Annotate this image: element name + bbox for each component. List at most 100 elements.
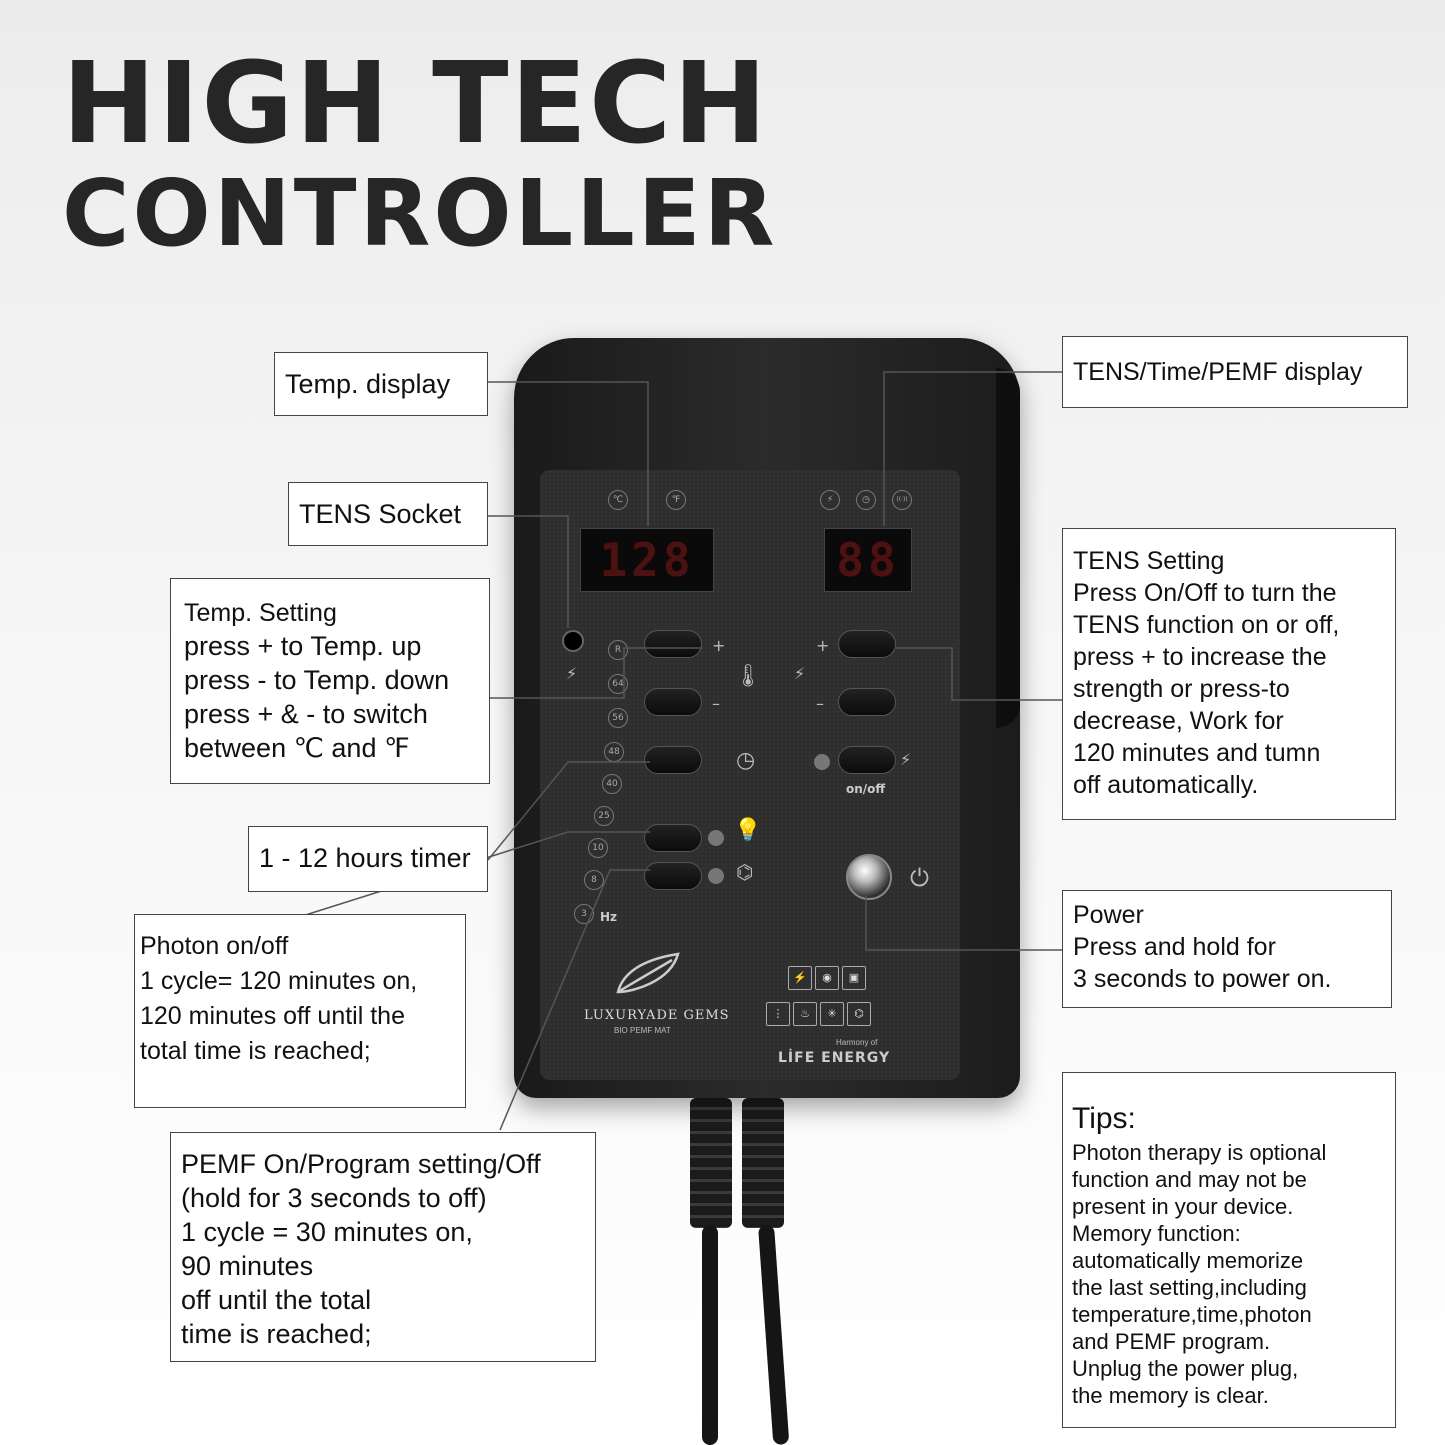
temp-plus-button[interactable] [644, 630, 702, 658]
bulb-icon: 💡 [734, 818, 762, 843]
callout-tips: Tips: Photon therapy is optional functio… [1062, 1072, 1396, 1428]
brand-subtitle: BIO PEMF MAT [614, 1026, 671, 1035]
tips-line-10: the memory is clear. [1072, 1383, 1269, 1408]
line-temp-setting [488, 647, 702, 699]
tens-feature-icon: ⚡ [788, 966, 812, 990]
tens-plus-button[interactable] [838, 630, 896, 658]
temp-display: 128 [580, 528, 714, 592]
life-energy-label: LİFE ENERGY [778, 1050, 891, 1066]
pemf-button[interactable] [644, 862, 702, 890]
temp-setting-line-4: between ℃ and ℉ [184, 733, 410, 763]
control-panel: ℃ ℉ ⚡ ◷ ((·)) 128 88 ⚡ R 64 56 48 40 25 … [540, 470, 960, 1080]
cable-left [702, 1225, 718, 1445]
tens-onoff-button[interactable] [838, 746, 896, 774]
pemf-line-2: (hold for 3 seconds to off) [181, 1183, 487, 1213]
power-icon: ⏻ [910, 864, 929, 892]
tens-display: 88 [824, 528, 912, 592]
pemf-line-6: time is reached; [181, 1319, 372, 1349]
pemf-line-4: 90 minutes [181, 1251, 314, 1281]
tens-setting-line-1: Press On/Off to turn the [1073, 579, 1337, 607]
tens-setting-line-6: 120 minutes and tumn [1073, 739, 1321, 767]
hz-level-64: 64 [608, 674, 628, 694]
tens-onoff-bolt-icon: ⚡ [900, 750, 912, 769]
feature-icons-top: ⚡ ◉ ▣ [788, 966, 866, 990]
callout-tens-setting: TENS Setting Press On/Off to turn the TE… [1062, 528, 1396, 820]
tips-line-7: temperature,time,photon [1072, 1302, 1312, 1327]
power-knob[interactable] [846, 854, 892, 900]
line-tens-display [883, 371, 1062, 526]
callout-temp-setting: Temp. Setting press + to Temp. up press … [170, 578, 490, 784]
tips-line-9: Unplug the power plug, [1072, 1356, 1299, 1381]
tips-line-3: present in your device. [1072, 1194, 1294, 1219]
hz-level-10: 10 [588, 838, 608, 858]
temp-setting-heading: Temp. Setting [184, 599, 337, 627]
photon-led [708, 830, 724, 846]
tens-minus-label: – [816, 694, 824, 713]
callout-tens-socket-text: TENS Socket [299, 499, 462, 529]
tens-setting-line-4: strength or press-to [1073, 675, 1290, 703]
title-line-1: HIGH TECH [62, 39, 769, 169]
photon-line-1: Photon on/off [140, 932, 289, 960]
callout-tens-socket: TENS Socket [288, 482, 488, 546]
hz-level-r: R [608, 640, 628, 660]
tips-line-2: function and may not be [1072, 1167, 1307, 1192]
hz-level-3: 3 [574, 904, 594, 924]
tens-socket[interactable] [562, 630, 584, 652]
feature-icons-bottom: ⋮ ♨ ✳ ⌬ [766, 1002, 871, 1026]
tens-onoff-label: on/off [846, 782, 886, 796]
pemf-led [708, 868, 724, 884]
tens-bolt-icon-left: ⚡ [566, 664, 578, 683]
pemf-feature-icon: ⌬ [847, 1002, 871, 1026]
brand-name: LUXURYADE GEMS [584, 1008, 730, 1023]
temp-plus-label: + [712, 636, 726, 655]
time-mode-icon: ◷ [856, 490, 876, 510]
callout-timer-text: 1 - 12 hours timer [259, 843, 471, 873]
line-pemf [499, 869, 650, 1131]
hz-unit: Hz [600, 910, 618, 924]
tens-display-digits: 88 [836, 533, 900, 587]
tens-setting-line-7: off automatically. [1073, 771, 1259, 799]
tips-line-8: and PEMF program. [1072, 1329, 1271, 1354]
thermometer-icon: 🌡 [734, 664, 762, 689]
photon-button[interactable] [644, 824, 702, 852]
tens-mode-icon: ⚡ [820, 490, 840, 510]
callout-power: Power Press and hold for 3 seconds to po… [1062, 890, 1392, 1008]
clock-icon: ◷ [736, 748, 756, 773]
power-heading: Power [1073, 901, 1144, 929]
photon-line-4: total time is reached; [140, 1037, 371, 1065]
line-temp-display [488, 381, 649, 526]
line-timer [487, 761, 650, 861]
timer-button[interactable] [644, 746, 702, 774]
tens-onoff-led [814, 754, 830, 770]
hot-stone-icon: ♨ [793, 1002, 817, 1026]
tens-minus-button[interactable] [838, 688, 896, 716]
hz-level-25: 25 [594, 806, 614, 826]
line-tens-setting [896, 647, 1062, 701]
photon-line-2: 1 cycle= 120 minutes on, [140, 967, 418, 995]
tips-line-4: Memory function: [1072, 1221, 1241, 1246]
power-line-1: Press and hold for [1073, 933, 1276, 961]
controller-device: ℃ ℉ ⚡ ◷ ((·)) 128 88 ⚡ R 64 56 48 40 25 … [514, 338, 1020, 1098]
tens-bolt-icon-right: ⚡ [794, 664, 806, 683]
tips-line-6: the last setting,including [1072, 1275, 1307, 1300]
pemf-mode-icon: ((·)) [892, 490, 912, 510]
cable-connector-right [742, 1098, 784, 1228]
harmony-label: Harmony of [836, 1038, 878, 1047]
tens-setting-line-5: decrease, Work for [1073, 707, 1284, 735]
tips-heading: Tips: [1072, 1102, 1136, 1135]
leaf-logo-icon [612, 952, 682, 996]
callout-tens-display: TENS/Time/PEMF display [1062, 336, 1408, 408]
tens-setting-line-2: TENS function on or off, [1073, 611, 1340, 639]
pemf-line-5: off until the total [181, 1285, 372, 1315]
tens-plus-label: + [816, 636, 830, 655]
pemf-coil-icon: ⌬ [736, 860, 754, 884]
fir-icon: ⋮ [766, 1002, 790, 1026]
temp-setting-line-3: press + & - to switch [184, 699, 428, 729]
hz-level-8: 8 [584, 870, 604, 890]
temp-minus-button[interactable] [644, 688, 702, 716]
line-power [865, 896, 1062, 951]
photon-line-3: 120 minutes off until the [140, 1002, 405, 1030]
temp-display-digits: 128 [599, 533, 695, 587]
class-ii-icon: ▣ [842, 966, 866, 990]
